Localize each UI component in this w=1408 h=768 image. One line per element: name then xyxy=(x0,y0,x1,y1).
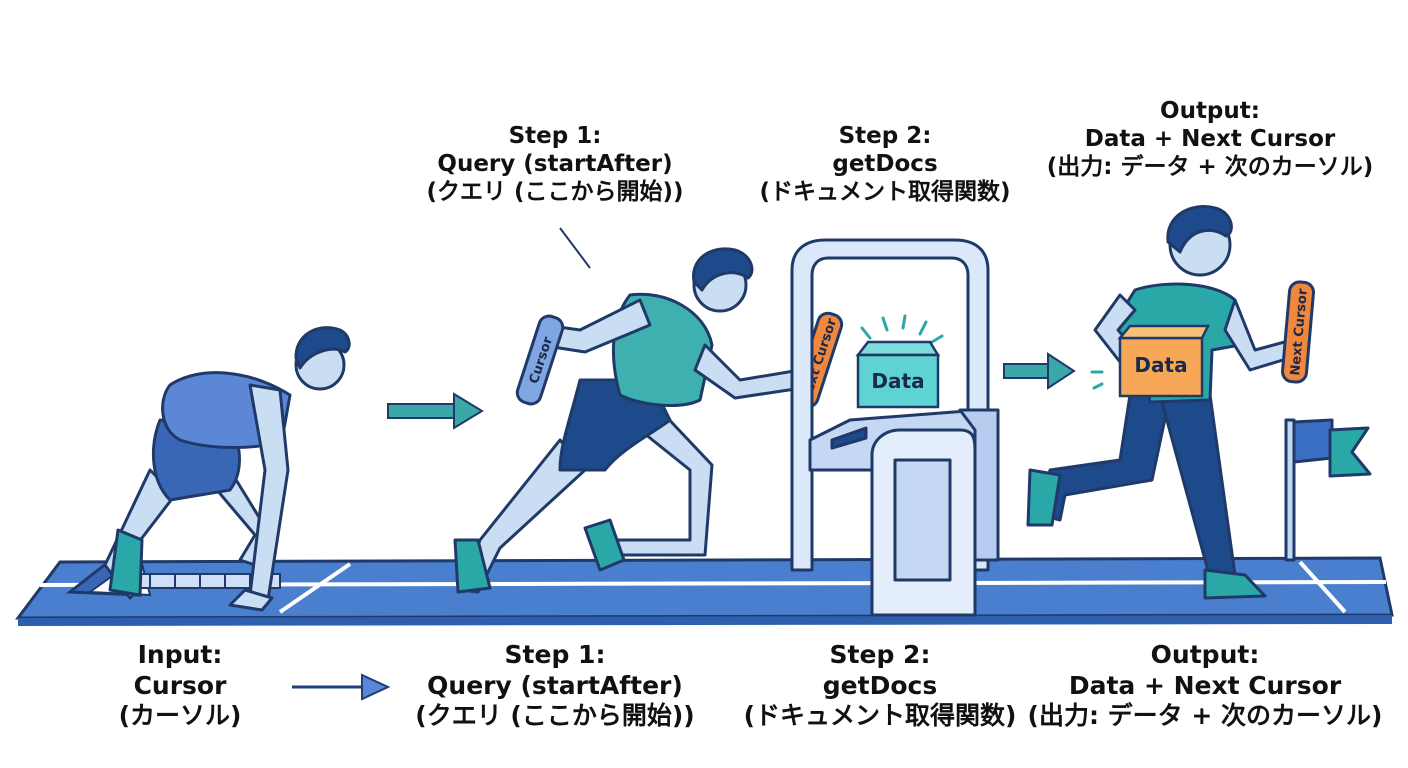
runner-output xyxy=(1026,205,1298,600)
running-track xyxy=(14,556,1394,626)
data-box-output: Data xyxy=(1090,314,1212,398)
top-step2-line1: Step 2: xyxy=(838,123,932,149)
top-output-line3: (出力: データ + 次のカーソル) xyxy=(1046,154,1374,181)
top-step2-line3: (ドキュメント取得関数) xyxy=(759,179,1011,206)
top-step1-line2: Query (startAfter) xyxy=(437,151,673,178)
bottom-step1-line2: Query (startAfter) xyxy=(427,670,683,700)
bottom-input-line3: (カーソル) xyxy=(118,701,242,730)
bottom-label-output: Output: Data + Next Cursor (出力: データ + 次の… xyxy=(1015,640,1395,732)
bottom-output-line3: (出力: データ + 次のカーソル) xyxy=(1027,701,1383,730)
bottom-step1-line1: Step 1: xyxy=(504,640,606,669)
arrow-input-to-step1 xyxy=(387,392,484,430)
bottom-step2-line3: (ドキュメント取得関数) xyxy=(743,701,1017,730)
next-cursor-baton-output: Next Cursor xyxy=(1281,280,1315,384)
bottom-input-line2: Cursor xyxy=(133,670,227,700)
bottom-step2-line1: Step 2: xyxy=(829,640,931,669)
data-box-gate: Data xyxy=(855,314,944,409)
top-label-step1: Step 1: Query (startAfter) (クエリ (ここから開始)… xyxy=(395,122,715,206)
cursor-baton: Cursor xyxy=(515,314,565,406)
top-step2-line2: getDocs xyxy=(832,151,938,178)
finish-flag xyxy=(1284,418,1372,562)
bottom-output-line2: Data + Next Cursor xyxy=(1068,670,1342,700)
callout-line xyxy=(559,227,591,269)
runner-crouched xyxy=(103,326,351,612)
bottom-label-input: Input: Cursor (カーソル) xyxy=(90,640,270,732)
getdocs-gate xyxy=(790,238,1000,617)
top-label-output: Output: Data + Next Cursor (出力: データ + 次の… xyxy=(1030,97,1390,181)
bottom-label-step2: Step 2: getDocs (ドキュメント取得関数) xyxy=(725,640,1035,732)
top-output-line2: Data + Next Cursor xyxy=(1084,126,1336,153)
top-output-line1: Output: xyxy=(1160,98,1260,124)
data-box-output-label: Data xyxy=(1134,353,1187,377)
data-box-gate-label: Data xyxy=(871,369,924,393)
runner-sprinting xyxy=(453,247,804,594)
bottom-step2-line2: getDocs xyxy=(822,670,938,700)
top-label-step2: Step 2: getDocs (ドキュメント取得関数) xyxy=(730,122,1040,206)
bottom-output-line1: Output: xyxy=(1150,640,1260,669)
arrow-bottom-input-to-step1 xyxy=(292,673,391,701)
arrow-step2-to-output xyxy=(1003,352,1076,390)
top-step1-line1: Step 1: xyxy=(508,123,602,149)
bottom-label-step1: Step 1: Query (startAfter) (クエリ (ここから開始)… xyxy=(395,640,715,732)
bottom-step1-line3: (クエリ (ここから開始)) xyxy=(415,701,695,730)
bottom-input-line1: Input: xyxy=(137,640,223,669)
top-step1-line3: (クエリ (ここから開始)) xyxy=(426,179,684,206)
